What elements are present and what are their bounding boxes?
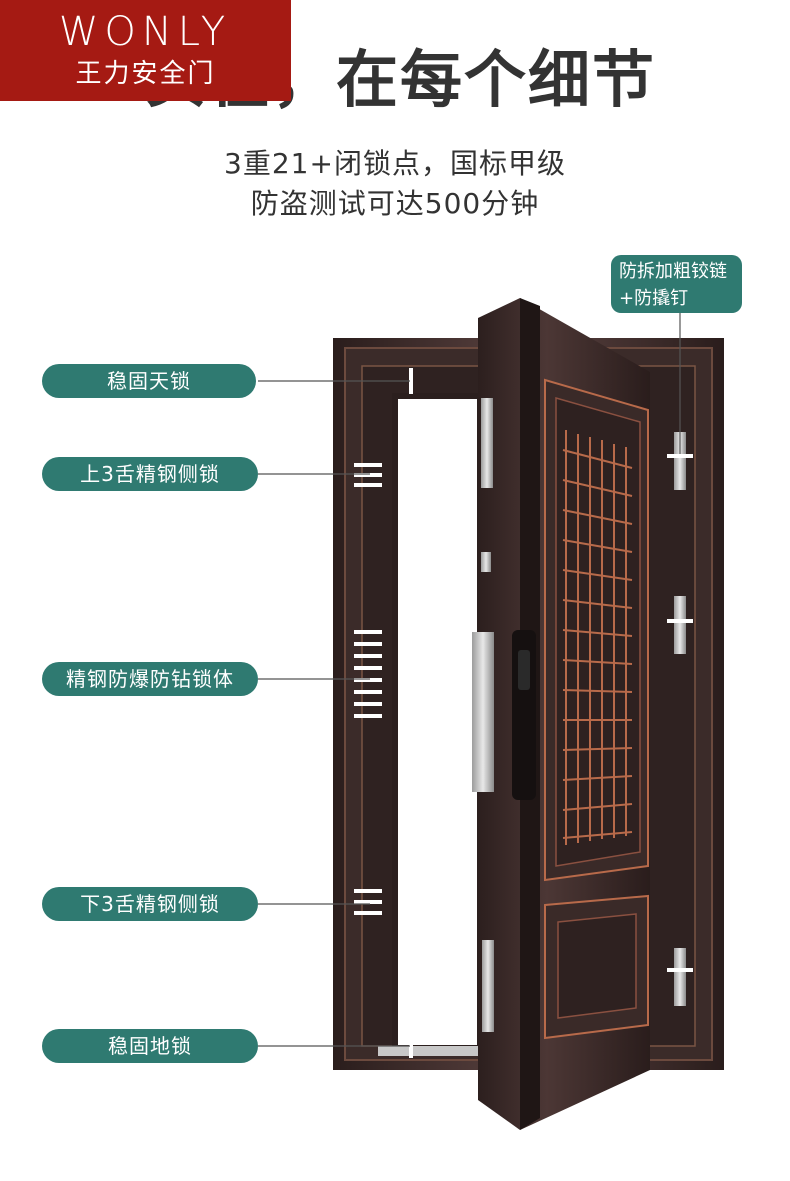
callout-hinge-line-2: +防撬钉 (619, 288, 689, 309)
decorative-grille (562, 430, 633, 845)
logo-wordmark: WONLY (58, 9, 232, 55)
hinges (674, 432, 686, 1006)
callout-lower-side-lock: 下3舌精钢侧锁 (42, 887, 258, 921)
callout-hinge-line-1: 防拆加粗铰链 (619, 261, 727, 282)
door-leaf (472, 298, 650, 1130)
callout-floor-lock: 稳固地锁 (42, 1029, 258, 1063)
lock-bolt-markers (354, 368, 693, 1058)
callout-upper-side-lock: 上3舌精钢侧锁 (42, 457, 258, 491)
callout-lines (258, 313, 681, 1047)
callout-lock-body: 精钢防爆防钻锁体 (42, 662, 258, 696)
subtitle-line-1: 3重21+闭锁点，国标甲级 (224, 147, 566, 180)
brand-logo: WONLY 王力安全门 (0, 0, 291, 101)
logo-chinese-name: 王力安全门 (75, 59, 216, 89)
callout-top-lock: 稳固天锁 (42, 364, 256, 398)
callout-hinge: 防拆加粗铰链 +防撬钉 (611, 255, 742, 313)
subtitle-line-2: 防盗测试可达500分钟 (250, 187, 540, 220)
